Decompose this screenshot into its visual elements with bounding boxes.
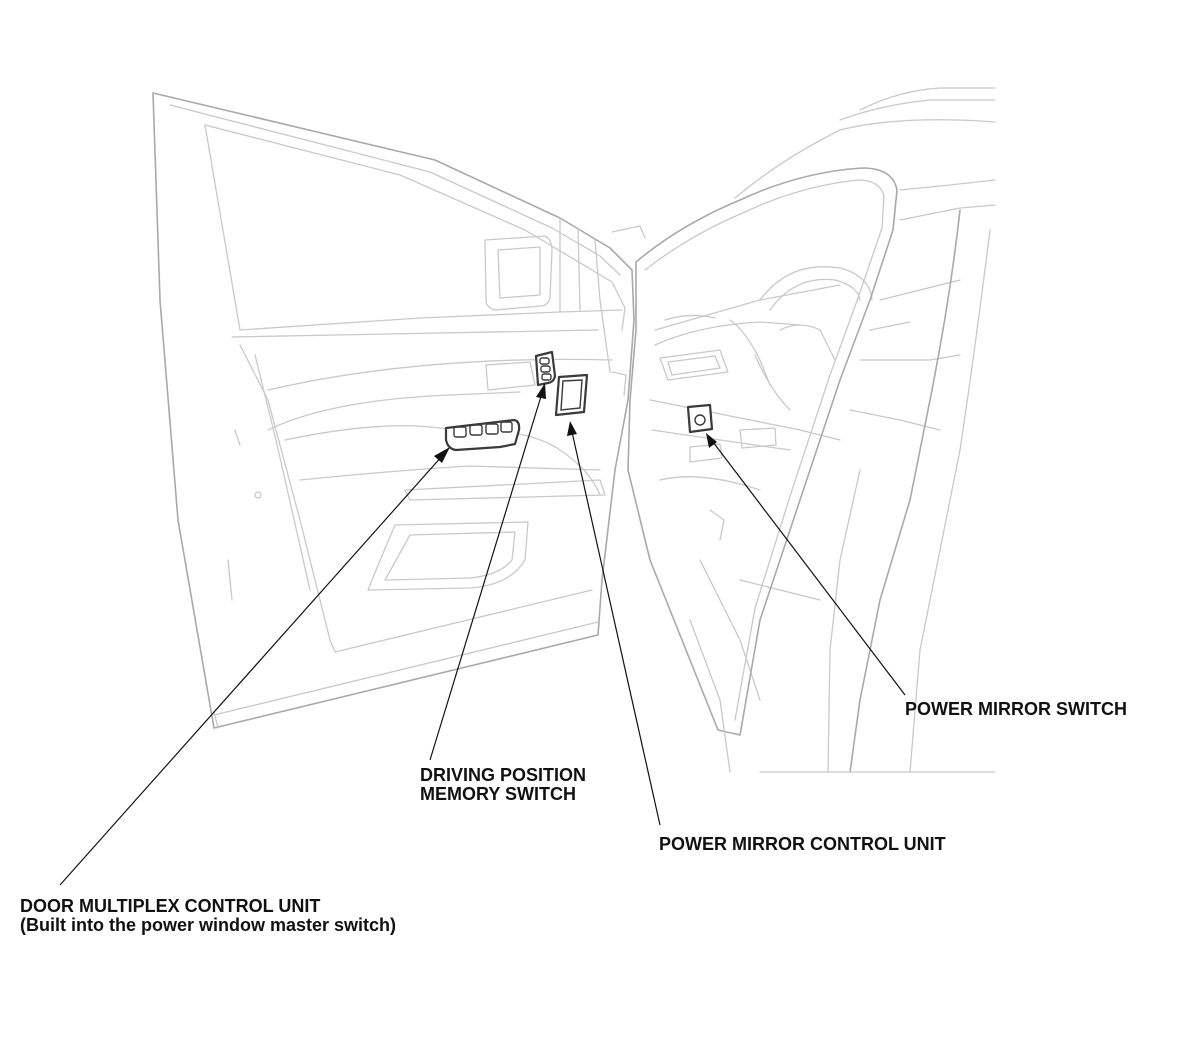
label-line: MEMORY SWITCH [420,784,576,804]
label-line: DOOR MULTIPLEX CONTROL UNIT [20,896,321,916]
arrowhead-driving-position-memory-switch [536,383,546,399]
label-driving-position-memory-switch: DRIVING POSITION MEMORY SWITCH [420,766,586,804]
leader-driving-position-memory-switch [429,392,543,761]
body-frame [627,87,996,773]
arrowhead-power-mirror-control-unit [567,421,577,436]
label-door-multiplex-control-unit: DOOR MULTIPLEX CONTROL UNIT (Built into … [20,897,396,935]
label-line: POWER MIRROR SWITCH [905,699,1127,719]
leader-power-mirror-control-unit [571,431,661,826]
label-line: POWER MIRROR CONTROL UNIT [659,834,946,854]
label-power-mirror-control-unit: POWER MIRROR CONTROL UNIT [659,835,946,854]
power-mirror-control-unit [554,373,589,417]
power-mirror-switch [686,403,714,434]
leader-power-mirror-switch [712,441,906,696]
label-line: (Built into the power window master swit… [20,915,397,935]
label-line: DRIVING POSITION [420,765,587,785]
power-window-master-switch [444,418,521,452]
leader-door-multiplex-control-unit [59,454,444,886]
memory-switch [534,350,557,387]
leader-lines [59,383,906,886]
label-power-mirror-switch: POWER MIRROR SWITCH [905,700,1127,719]
open-door [152,92,635,729]
arrowhead-door-multiplex-control-unit [434,447,450,463]
arrowhead-power-mirror-switch [706,433,717,448]
interior [611,225,873,701]
